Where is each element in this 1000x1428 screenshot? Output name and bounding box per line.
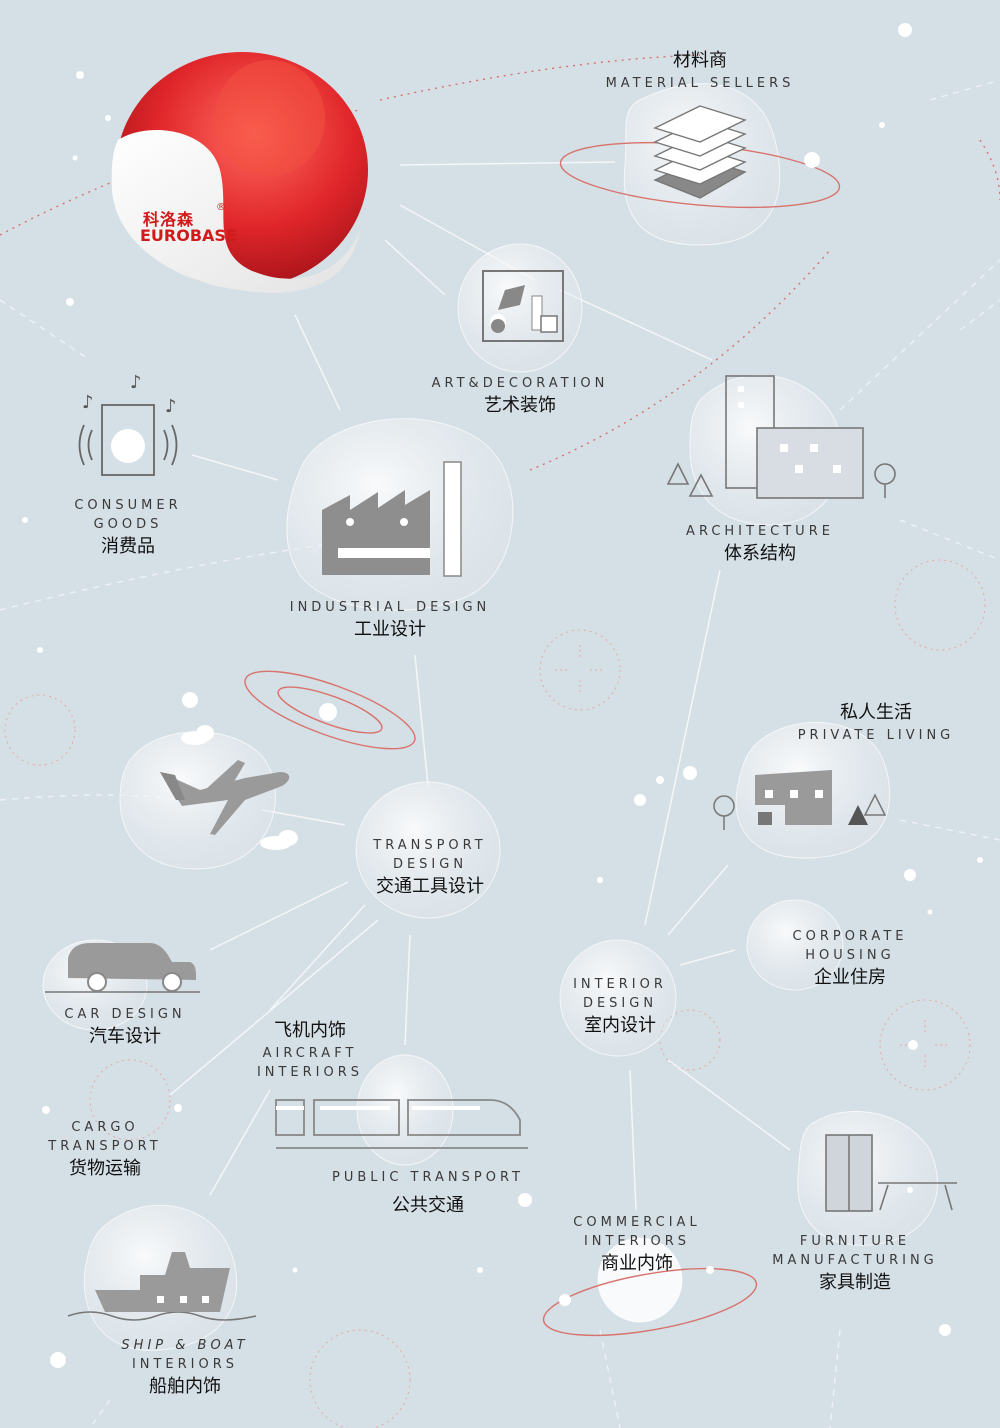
- speaker-icon: ♪ ♪ ♪: [78, 372, 178, 476]
- node-label-zh: 室内设计: [584, 1015, 656, 1036]
- svg-text:♪: ♪: [165, 396, 177, 417]
- node-interior-design: INTERIOR DESIGN 室内设计: [550, 975, 690, 1039]
- bubble-transport-design: [355, 781, 501, 919]
- logo-brand-cn: 科洛森: [143, 210, 195, 229]
- connector-lines: [169, 161, 791, 1211]
- node-cargo-transport: CARGO TRANSPORT 货物运输: [30, 1118, 180, 1182]
- node-label-zh: 家具制造: [819, 1272, 891, 1293]
- node-label-en: COMMERCIAL: [573, 1215, 701, 1230]
- node-label-en: CORPORATE: [792, 929, 908, 944]
- airplane-icon: [160, 760, 290, 835]
- node-label-en: PUBLIC TRANSPORT: [332, 1170, 524, 1185]
- node-label-zh: 材料商: [673, 50, 727, 71]
- car-icon: [45, 943, 200, 993]
- node-art-decoration: ART&DECORATION 艺术装饰: [420, 374, 620, 419]
- node-label-en: TRANSPORT: [373, 838, 487, 853]
- train-icon: [275, 1099, 528, 1149]
- node-label-en: MANUFACTURING: [772, 1253, 938, 1268]
- node-architecture: ARCHITECTURE 体系结构: [660, 522, 860, 567]
- node-label-zh: 艺术装饰: [484, 395, 556, 416]
- layers-icon: [653, 105, 747, 199]
- node-label-zh: 私人生活: [840, 702, 912, 723]
- node-label-en: ART&DECORATION: [431, 376, 609, 391]
- node-label-en: TRANSPORT: [48, 1139, 162, 1154]
- node-public-transport: PUBLIC TRANSPORT 公共交通: [318, 1168, 538, 1219]
- node-material-sellers: 材料商 MATERIAL SELLERS: [590, 48, 810, 93]
- node-label-en: ARCHITECTURE: [686, 524, 834, 539]
- node-private-living: 私人生活 PRIVATE LIVING: [776, 700, 976, 745]
- node-label-zh: 商业内饰: [601, 1253, 673, 1274]
- node-label-zh: 汽车设计: [89, 1026, 161, 1047]
- node-aircraft-interiors: 飞机内饰 AIRCRAFT INTERIORS: [230, 1018, 390, 1082]
- cloud-icons: [181, 725, 298, 850]
- node-label-en: GOODS: [93, 517, 163, 532]
- house-icon: [713, 770, 887, 830]
- factory-icon: [322, 461, 462, 577]
- node-label-en: PRIVATE LIVING: [797, 728, 955, 743]
- node-label-zh: 交通工具设计: [376, 876, 484, 897]
- background-dashed-arcs: [0, 79, 1000, 1428]
- node-label-zh: 体系结构: [724, 543, 796, 564]
- node-consumer-goods: CONSUMER GOODS 消费品: [48, 496, 208, 560]
- svg-text:♪: ♪: [82, 392, 94, 413]
- node-label-zh: 消费品: [101, 536, 155, 557]
- node-label-zh: 飞机内饰: [274, 1020, 346, 1041]
- node-label-zh: 工业设计: [354, 619, 426, 640]
- bubble-interior-design: [559, 939, 677, 1057]
- decorative-dots: [22, 23, 983, 1368]
- node-corporate-housing: CORPORATE HOUSING 企业住房: [760, 927, 940, 991]
- node-label-en: INTERIORS: [583, 1234, 691, 1249]
- node-label-en: INTERIORS: [131, 1357, 239, 1372]
- node-industrial-design: INDUSTRIAL DESIGN 工业设计: [270, 598, 510, 643]
- node-ship-boat-interiors: SHIP & BOAT INTERIORS 船舶内饰: [105, 1336, 265, 1400]
- node-furniture-manufacturing: FURNITURE MANUFACTURING 家具制造: [755, 1232, 955, 1296]
- logo-brand-en: EUROBASE: [140, 226, 237, 245]
- eurobase-sphere: [111, 52, 368, 293]
- node-transport-design: TRANSPORT DESIGN 交通工具设计: [340, 836, 520, 900]
- node-label-en: DESIGN: [392, 857, 468, 872]
- ship-icon: [67, 1252, 257, 1321]
- node-label-en: INTERIORS: [256, 1065, 364, 1080]
- bubble-commercial-interiors: [597, 1237, 683, 1323]
- node-label-en: INDUSTRIAL DESIGN: [289, 600, 491, 615]
- node-label-zh: 货物运输: [69, 1158, 141, 1179]
- node-label-en: MATERIAL SELLERS: [605, 76, 795, 91]
- node-label-zh: 公共交通: [392, 1195, 464, 1216]
- node-car-design: CAR DESIGN 汽车设计: [40, 1005, 210, 1050]
- node-label-en: SHIP & BOAT: [121, 1338, 249, 1353]
- node-label-en: HOUSING: [805, 948, 895, 963]
- node-label-en: DESIGN: [582, 996, 658, 1011]
- node-label-en: CARGO: [71, 1120, 139, 1135]
- node-label-en: FURNITURE: [799, 1234, 911, 1249]
- logo-registered-mark: ®: [216, 202, 226, 213]
- bubble-corporate-housing: [746, 899, 844, 991]
- art-shapes-icon: [482, 270, 564, 342]
- furniture-icon: [825, 1134, 957, 1212]
- node-commercial-interiors: COMMERCIAL INTERIORS 商业内饰: [552, 1213, 722, 1277]
- node-label-en: CONSUMER: [74, 498, 182, 513]
- node-label-en: INTERIOR: [573, 977, 667, 992]
- svg-text:♪: ♪: [130, 372, 142, 393]
- node-label-zh: 企业住房: [814, 967, 886, 988]
- node-label-en: CAR DESIGN: [64, 1007, 186, 1022]
- node-label-en: AIRCRAFT: [262, 1046, 358, 1061]
- node-label-zh: 船舶内饰: [149, 1376, 221, 1397]
- dashed-circles: [4, 559, 986, 1428]
- buildings-icon: [666, 375, 896, 499]
